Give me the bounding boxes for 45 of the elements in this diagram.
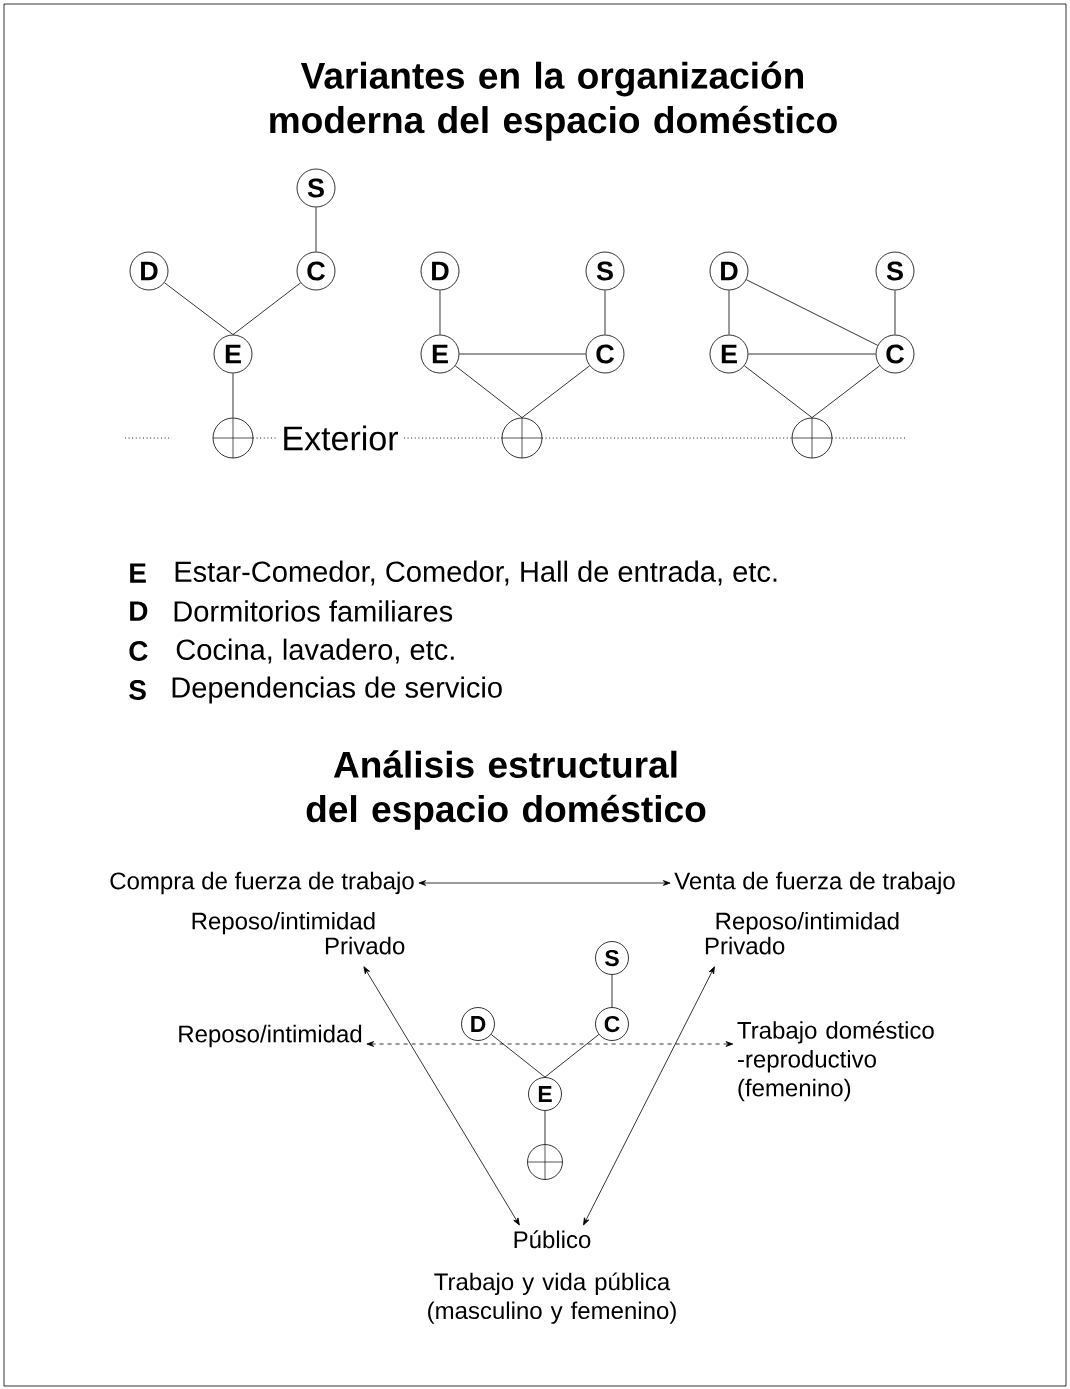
legend-text: Estar-Comedor, Comedor, Hall de entrada, etc. [175,560,777,586]
legend-text: Dependencias de servicio [172,676,502,704]
concept-label: Reposo/intimidad [179,1024,362,1048]
connector-line [544,1034,600,1078]
legend-text: Dormitorios familiares [174,600,453,622]
concept-label: Venta de fuerza de trabajo [674,871,955,895]
connector-line [604,290,606,335]
arrow [583,966,715,1226]
connector-line [748,353,876,355]
exterior-circle [791,417,833,459]
exterior-label: Exterior [284,425,398,451]
concept-label: Reposo/intimidad Privado [192,911,405,955]
exterior-circle [527,1144,563,1180]
legend-text: Cocina, lavadero, etc. [176,638,454,664]
connector-line [544,1110,546,1145]
connector-line [894,290,896,335]
legend-letter: S [129,680,146,700]
connector-line [232,282,301,335]
connector-line [164,282,234,335]
arrow [418,880,671,886]
title: Variantes en la organización moderna del espacio doméstico [270,61,837,141]
connector-line [728,290,730,335]
legend-letter: D [130,601,148,621]
connector-line [459,353,586,355]
arrow [363,966,520,1226]
connector-line [454,365,523,418]
concept-label: Reposo/intimidad Privado [705,911,899,955]
connector-line [521,365,590,418]
connector-line [744,365,813,418]
legend-letter: E [130,563,146,583]
concept-label: Compra de fuerza de trabajo [110,871,414,895]
title: Análisis estructural del espacio doméstico [306,750,706,830]
legend-letter: C [129,641,148,661]
connector-line [745,279,879,346]
connector-line [490,1034,546,1078]
exterior-circle [501,417,543,459]
concept-label: Trabajo doméstico -reproductivo (femenino) [737,1020,934,1102]
connector-line [439,290,441,335]
connector-line [232,373,234,418]
connector-line [611,974,613,1008]
arrow [366,1041,734,1047]
connector-line [811,365,880,418]
connector-line [315,207,317,252]
exterior-circle [212,417,254,459]
concept-label: Público Trabajo y vida pública (masculino y femenino) [428,1230,676,1324]
